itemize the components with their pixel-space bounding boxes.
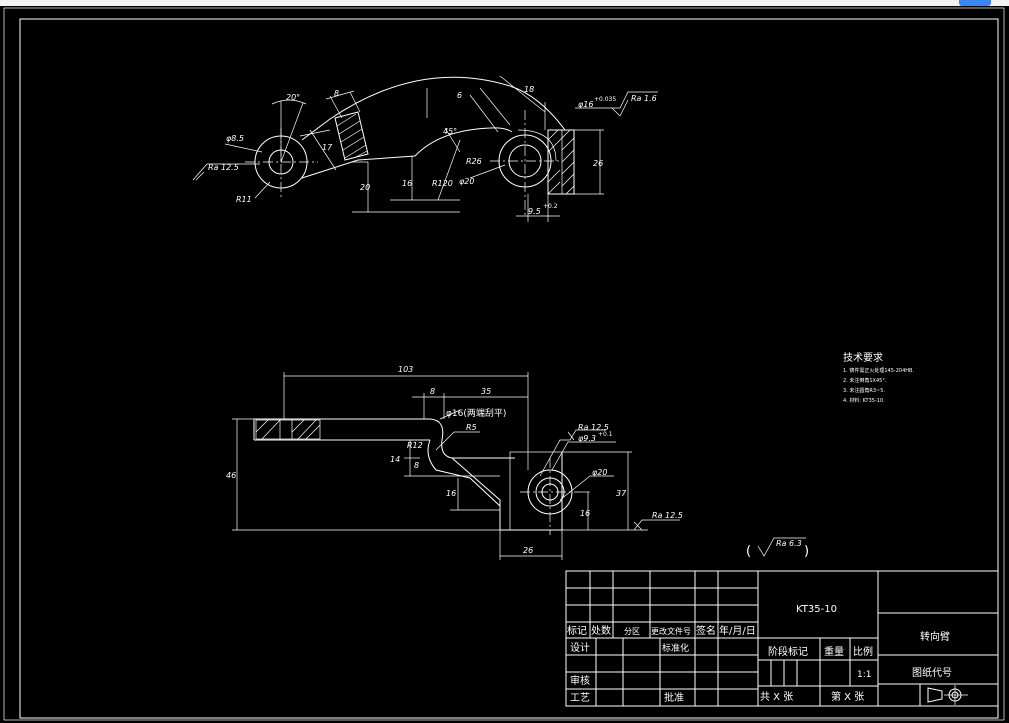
tb-sheet-number: 第 X 张 — [831, 690, 864, 703]
dim-r5: R5 — [466, 423, 477, 432]
tech-req-title: 技术要求 — [843, 351, 883, 364]
tech-req-item-2: 2. 未注倒角1X45°. — [843, 377, 887, 384]
dim-6: 6 — [457, 91, 462, 100]
dim-26: 26 — [593, 159, 603, 168]
rib-section-hatch — [334, 111, 369, 161]
dim-ra-12.5-a: Ra 12.5 — [578, 423, 609, 432]
front-view: 103 8 35 φ16(两端刮平) R5 R12 14 8 16 46 Ra … — [226, 365, 683, 560]
tech-req-item-1: 1. 铸件需正火处理145-204HB. — [843, 367, 914, 374]
tb-header-mark: 标记 — [567, 625, 587, 637]
dim-17: 17 — [322, 143, 333, 152]
arm-lower-edge — [301, 127, 513, 179]
arm-end-section — [255, 419, 321, 440]
tb-review: 审核 — [570, 674, 590, 687]
technical-requirements: 技术要求 1. 铸件需正火处理145-204HB. 2. 未注倒角1X45°. … — [843, 351, 914, 404]
dim-8-front: 8 — [430, 387, 435, 396]
tb-header-zone: 分区 — [624, 627, 640, 636]
dim-dia-8.5: φ8.5 — [226, 134, 244, 143]
dim-ra-12.5: Ra 12.5 — [208, 163, 239, 172]
tb-header-sign: 签名 — [696, 624, 716, 637]
tb-header-count: 处数 — [591, 624, 611, 637]
dim-r12: R12 — [407, 441, 423, 450]
note-dia-16-faces: φ16(两端刮平) — [446, 407, 506, 419]
dim-dia-9.3: φ9.3 — [578, 434, 596, 443]
inner-frame — [19, 18, 999, 719]
tb-part-name: 转向臂 — [920, 630, 950, 643]
dim-r11: R11 — [236, 195, 252, 204]
tb-design: 设计 — [570, 641, 590, 654]
tb-standardize: 标准化 — [662, 642, 689, 654]
tb-approve: 批准 — [664, 691, 684, 704]
dim-16b: 16 — [580, 509, 590, 518]
dim-ra-12.5-b: Ra 12.5 — [652, 511, 683, 520]
dim-37: 37 — [616, 489, 627, 498]
dim-8: 8 — [334, 89, 339, 98]
dim-16: 16 — [402, 179, 412, 188]
dim-dia-20-front: φ20 — [592, 468, 607, 477]
dim-26-front: 26 — [523, 546, 533, 555]
arm-upper-edge — [301, 76, 566, 141]
projection-cone-icon — [927, 687, 943, 703]
dim-ra-1.6: Ra 1.6 — [631, 94, 657, 103]
tb-header-change-doc: 更改文件号 — [651, 626, 691, 636]
dim-dia-9.3-tol: +0.1 — [598, 431, 613, 438]
dim-r26: R26 — [466, 157, 482, 166]
dim-dia-16-tol: +0.035 — [594, 96, 616, 103]
tb-total-sheets: 共 X 张 — [760, 691, 793, 703]
toolbar-button[interactable] — [959, 0, 991, 6]
dim-r120: R120 — [432, 179, 453, 188]
boss-section — [547, 129, 575, 195]
dim-103: 103 — [398, 365, 413, 374]
svg-text:Ra 6.3: Ra 6.3 — [776, 539, 802, 548]
tb-stage-mark: 阶段标记 — [768, 645, 808, 658]
dim-angle-20: 20° — [286, 93, 300, 102]
dim-9.5: 9.5 — [528, 207, 541, 216]
tb-header-date: 年/月/日 — [719, 624, 756, 637]
tech-req-item-4: 4. 材料: KT35-10. — [843, 397, 885, 404]
dim-35: 35 — [481, 387, 491, 396]
tb-scale-label: 比例 — [853, 645, 873, 658]
dim-14: 14 — [390, 455, 400, 464]
dim-9.5-tol: +0.2 — [543, 203, 558, 210]
title-block: KT35-10 转向臂 图纸代号 标记 处数 分区 更改文件号 签名 年/月/日… — [565, 570, 999, 707]
top-view: 20° φ8.5 Ra 12.5 R11 8 17 20 16 R120 6 4… — [192, 75, 658, 222]
outer-frame — [3, 7, 1005, 721]
dim-20: 20 — [360, 183, 370, 192]
dim-45-deg: 45° — [443, 127, 457, 136]
top-toolbar-strip — [0, 0, 1009, 6]
dim-8b: 8 — [414, 461, 419, 470]
tb-material: KT35-10 — [796, 604, 837, 615]
dim-18: 18 — [524, 85, 534, 94]
dim-dia-16: φ16 — [578, 100, 593, 109]
dim-dia-20: φ20 — [459, 177, 474, 186]
tb-process: 工艺 — [570, 692, 590, 704]
tb-drawing-code: 图纸代号 — [912, 666, 952, 679]
dim-16-front: 16 — [446, 489, 456, 498]
tb-weight: 重量 — [824, 645, 844, 658]
surface-roughness-note: ( Ra 6.3 ) — [746, 537, 809, 559]
svg-text:): ) — [804, 544, 809, 559]
svg-text:(: ( — [746, 544, 751, 559]
tech-req-item-3: 3. 未注圆角R3~5. — [843, 387, 885, 394]
dim-46: 46 — [226, 471, 236, 480]
tb-scale: 1:1 — [857, 670, 871, 680]
